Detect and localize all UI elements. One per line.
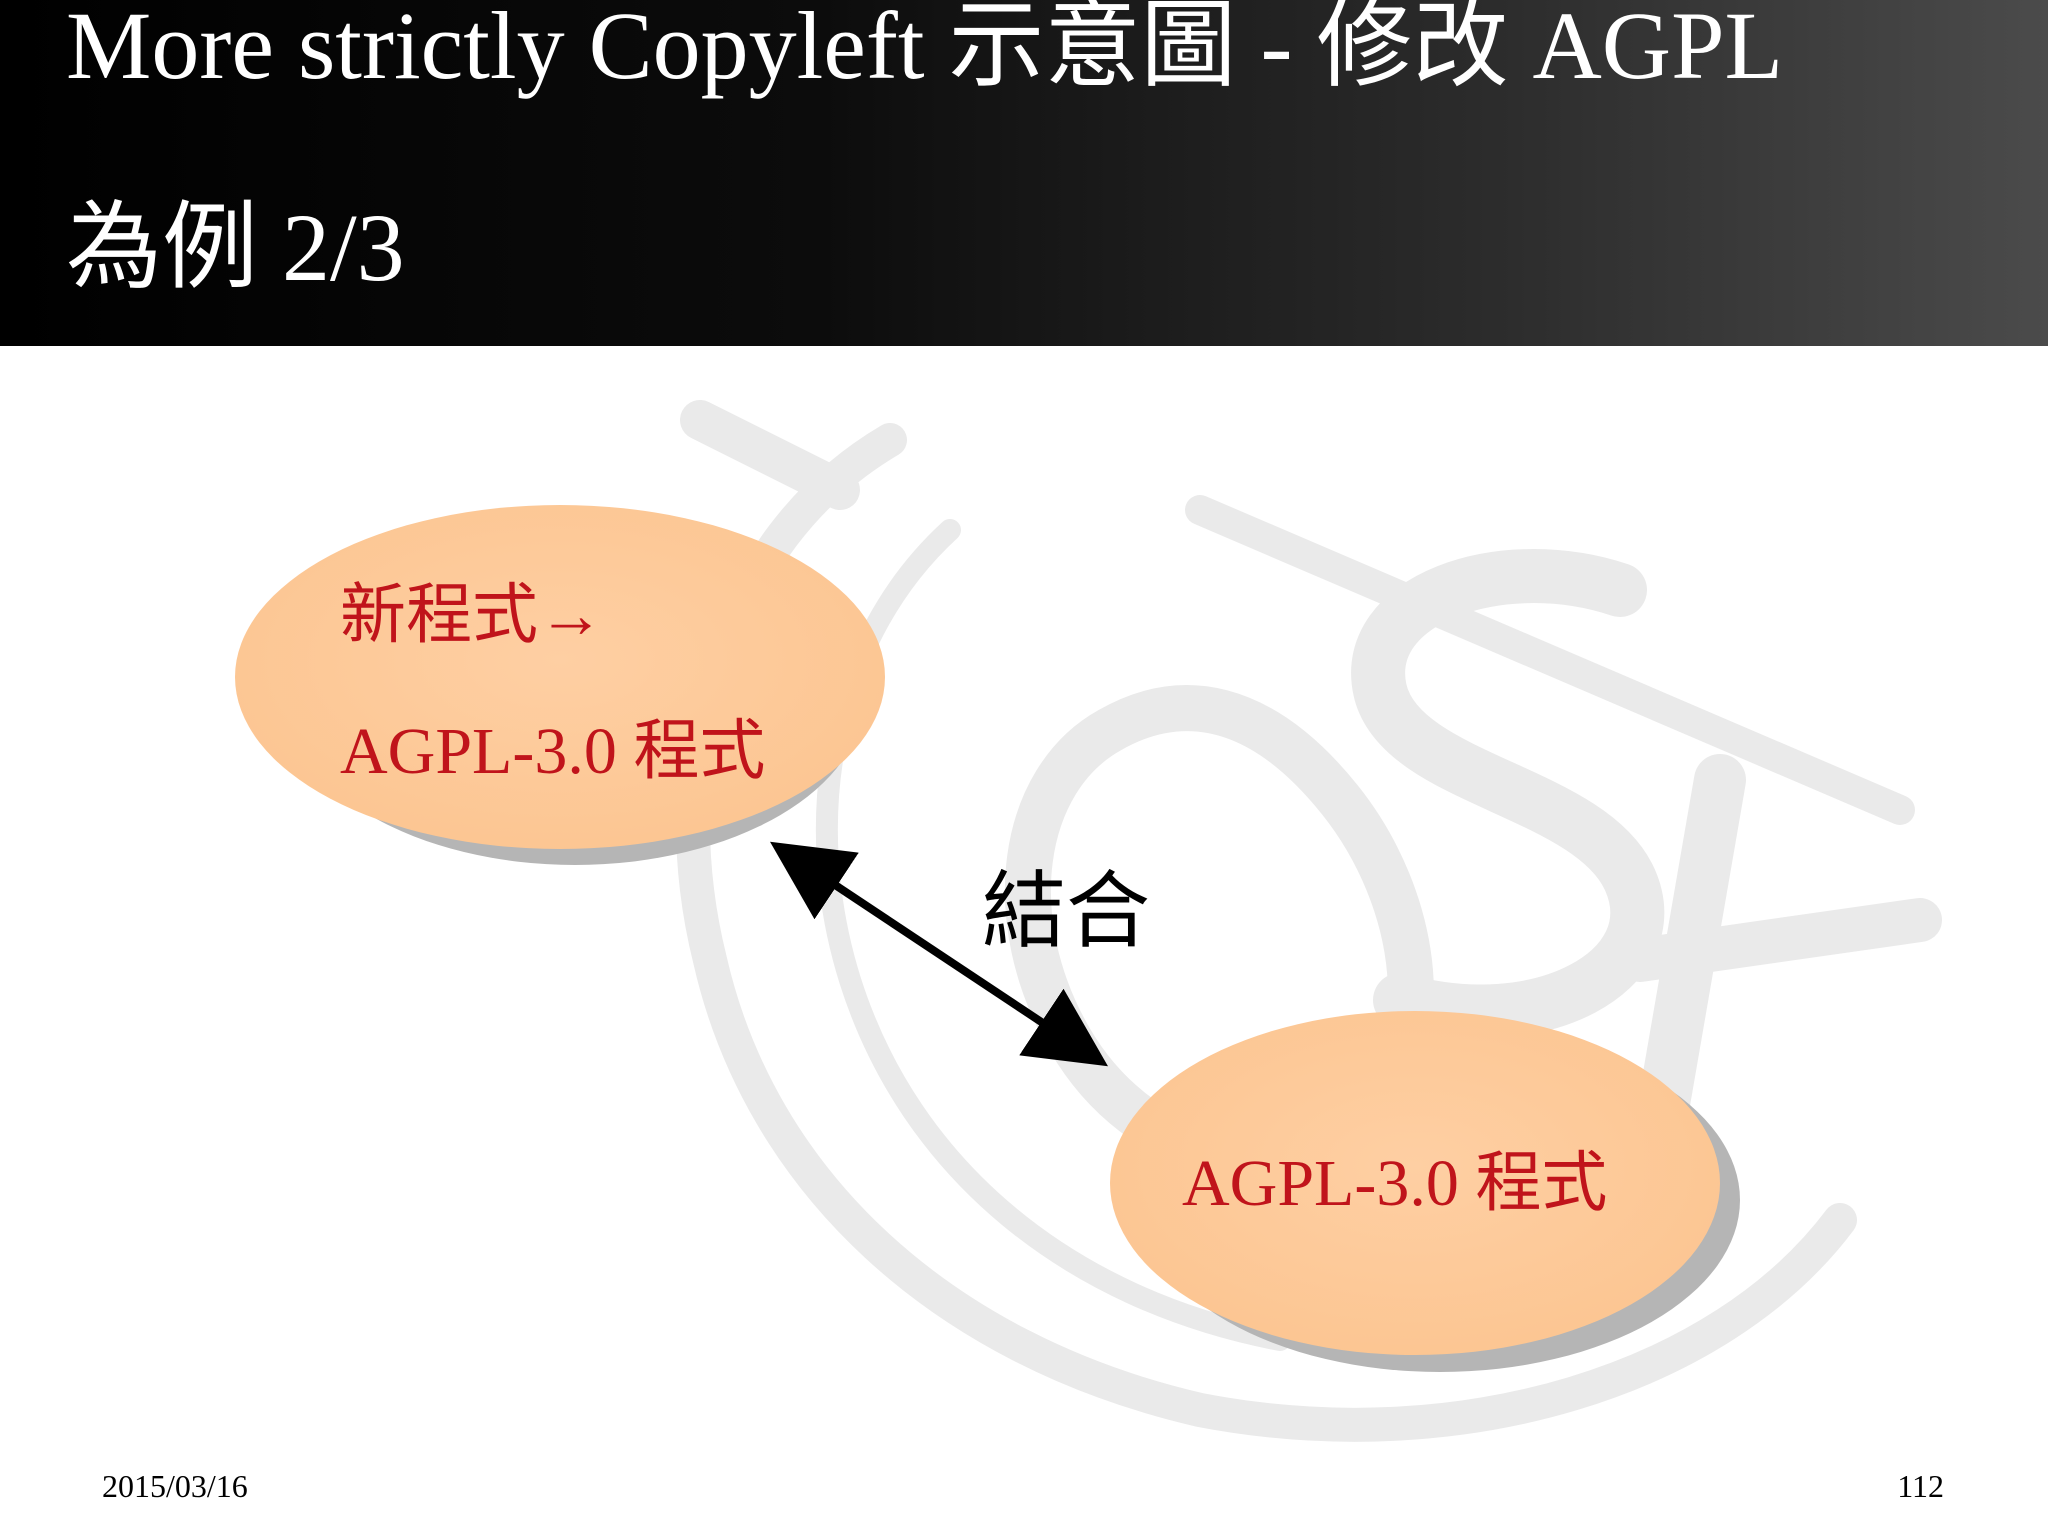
new-program-ellipse-body bbox=[235, 505, 885, 849]
watermark-s-shape bbox=[1351, 549, 1665, 1039]
watermark-f-bar bbox=[1618, 898, 1942, 982]
new-program-label-line-2: AGPL-3.0 程式 bbox=[340, 715, 766, 788]
footer-date: 2015/03/16 bbox=[102, 1468, 248, 1504]
slide-title-line-2: 為例 2/3 bbox=[66, 194, 405, 301]
agpl-program-label: AGPL-3.0 程式 bbox=[1182, 1147, 1608, 1220]
page-number: 112 bbox=[1897, 1468, 1944, 1504]
new-program-label-line-1: 新程式→ bbox=[340, 579, 604, 652]
combine-label: 結合 bbox=[982, 866, 1151, 959]
agpl-program-ellipse bbox=[1110, 1011, 1740, 1372]
watermark-top-stroke bbox=[680, 400, 860, 510]
new-program-ellipse bbox=[235, 505, 885, 865]
title-bar: More strictly Copyleft 示意圖 - 修改 AGPL 為例 … bbox=[0, 0, 2048, 346]
combine-arrow bbox=[770, 841, 1108, 1067]
slide-title-line-1: More strictly Copyleft 示意圖 - 修改 AGPL bbox=[66, 0, 1784, 99]
agpl-program-ellipse-body bbox=[1110, 1011, 1720, 1355]
watermark-diag-stroke bbox=[1185, 495, 1915, 825]
